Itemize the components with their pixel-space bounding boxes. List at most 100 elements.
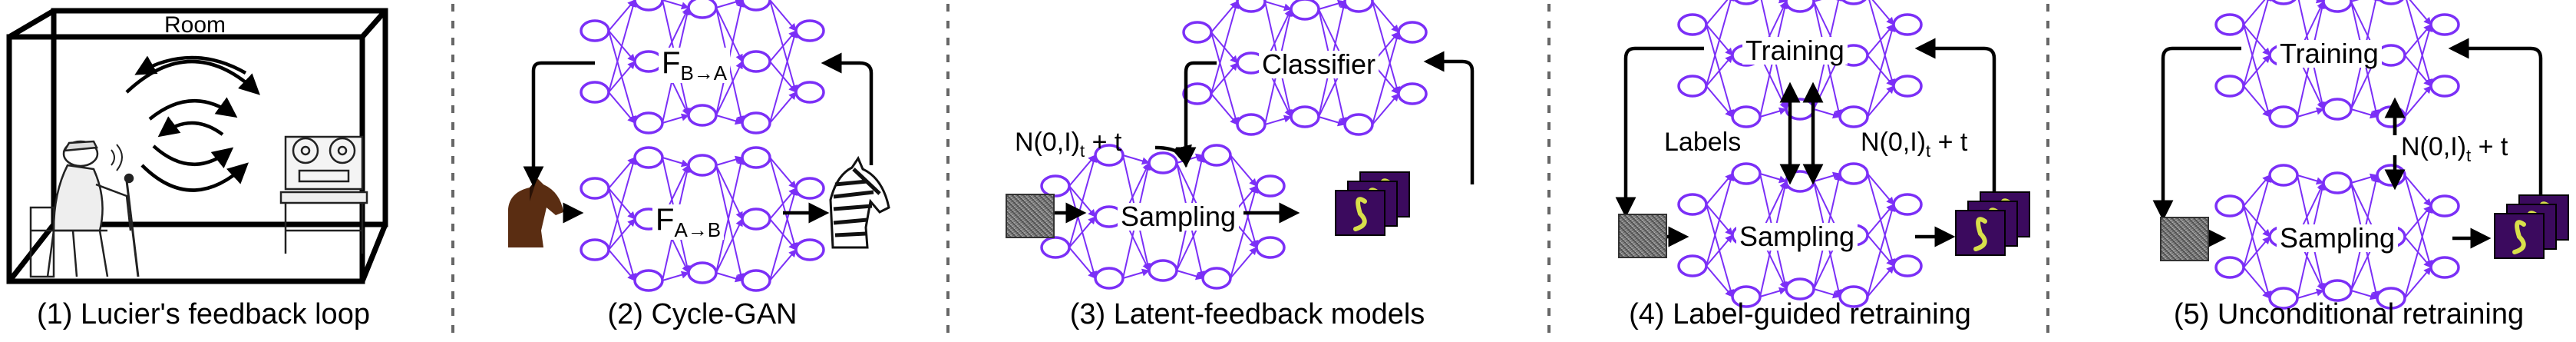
- network-edge: [715, 115, 743, 125]
- sound-feedback-arcs: [125, 55, 260, 192]
- network-node: [1677, 193, 1708, 216]
- network-edge: [1176, 270, 1204, 281]
- digit-stack-icon: [1335, 171, 1410, 236]
- caption-label-guided-retraining: (4) Label-guided retraining: [1629, 298, 1971, 330]
- network-edge: [1210, 1, 1240, 95]
- caption-lucier-feedback-loop: (1) Lucier's feedback loop: [37, 298, 370, 330]
- network-node: [633, 269, 664, 292]
- network-edge: [2404, 174, 2432, 207]
- network-edge: [1230, 185, 1259, 279]
- network-edge: [1210, 62, 1238, 95]
- network-edge: [1372, 1, 1399, 33]
- network-edge: [1264, 115, 1292, 125]
- network-edge: [2404, 85, 2432, 118]
- latent-noise-sub: t: [1080, 141, 1085, 161]
- network-edge: [608, 0, 637, 93]
- network-edge: [1867, 204, 1896, 297]
- network-edge: [715, 164, 743, 220]
- network-edge: [662, 271, 689, 281]
- network-edge: [1706, 55, 1733, 87]
- digit-stack-icon: [1955, 191, 2030, 256]
- latent-noise-text: N(0,I): [1015, 128, 1080, 157]
- network-edge: [1867, 173, 1894, 205]
- network-node: [1838, 105, 1869, 128]
- network-edge: [1706, 0, 1733, 25]
- flow-arrows: [523, 38, 2543, 249]
- network-edge: [2243, 267, 2271, 299]
- network-node: [794, 81, 825, 104]
- flow-arrow: [1154, 144, 1192, 168]
- network-edge: [662, 157, 689, 168]
- network-node: [2429, 194, 2460, 217]
- zebra-icon: [829, 155, 890, 249]
- network-edge: [1871, 0, 1894, 25]
- network-node: [1290, 0, 1320, 21]
- network-edge: [1318, 116, 1346, 127]
- cycle-top-net-letter: F: [662, 46, 681, 80]
- label-guided-noise-label: N(0,I)t + t: [1858, 129, 1970, 160]
- network-node: [794, 19, 825, 42]
- network-node: [1838, 285, 1869, 308]
- network-node: [741, 50, 771, 73]
- network-node: [1201, 267, 1232, 290]
- network-node: [794, 177, 825, 200]
- neural-networks: [580, 0, 2460, 310]
- network-edge: [769, 0, 797, 32]
- network-node: [2214, 194, 2245, 217]
- network-node: [1397, 82, 1428, 105]
- flow-arrow: [2448, 38, 2543, 209]
- network-edge: [662, 0, 689, 10]
- network-node: [2429, 75, 2460, 98]
- latent-sampling-network: [1040, 144, 1286, 290]
- network-node: [1397, 21, 1428, 44]
- network-edge: [769, 157, 797, 189]
- network-edge: [2243, 174, 2272, 268]
- man-in-chair-icon: [29, 140, 140, 278]
- network-edge: [715, 157, 745, 274]
- cycle-bottom-net-label: FA→B: [652, 204, 725, 240]
- network-node: [687, 154, 718, 177]
- network-node: [633, 146, 664, 169]
- network-edge: [2350, 0, 2360, 2]
- network-node: [1201, 144, 1232, 167]
- network-node: [580, 81, 610, 104]
- network-node: [1343, 0, 1374, 13]
- network-node: [1731, 105, 1762, 128]
- network-edge: [2243, 85, 2271, 118]
- network-edge: [608, 157, 637, 251]
- network-node: [2376, 287, 2406, 310]
- flow-arrow: [1615, 46, 1704, 218]
- network-edge: [1068, 154, 1098, 248]
- flow-arrow: [821, 52, 874, 165]
- network-node: [2268, 287, 2299, 310]
- network-node: [2322, 279, 2353, 302]
- network-edge: [1706, 234, 1733, 267]
- network-edge: [715, 0, 743, 8]
- network-node: [687, 0, 718, 19]
- network-node: [1182, 21, 1213, 44]
- network-node: [1733, 0, 1759, 5]
- network-edge: [769, 91, 797, 124]
- network-edge: [2243, 55, 2271, 87]
- network-node: [1182, 82, 1213, 105]
- network-edge: [2350, 173, 2378, 184]
- network-edge: [1778, 0, 1787, 4]
- panel-dividers: [451, 4, 2049, 338]
- network-edge: [608, 218, 636, 251]
- network-edge: [2243, 236, 2271, 268]
- network-node: [2214, 256, 2245, 279]
- network-node: [633, 111, 664, 134]
- network-node: [2322, 0, 2353, 13]
- caption-latent-feedback-models: (3) Latent-feedback models: [1069, 298, 1425, 330]
- network-node: [1892, 193, 1923, 216]
- cycle-top-net-label: FB→A: [659, 46, 731, 83]
- label-guided-noise-suffix: + t: [1930, 128, 1968, 157]
- flow-arrow: [1423, 51, 1475, 184]
- label-guided-training-label: Training: [1742, 37, 1848, 65]
- network-node: [1731, 162, 1762, 185]
- network-edge: [662, 113, 689, 124]
- network-node: [580, 238, 610, 261]
- network-edge: [715, 164, 745, 281]
- network-edge: [715, 7, 743, 62]
- network-edge: [769, 30, 798, 124]
